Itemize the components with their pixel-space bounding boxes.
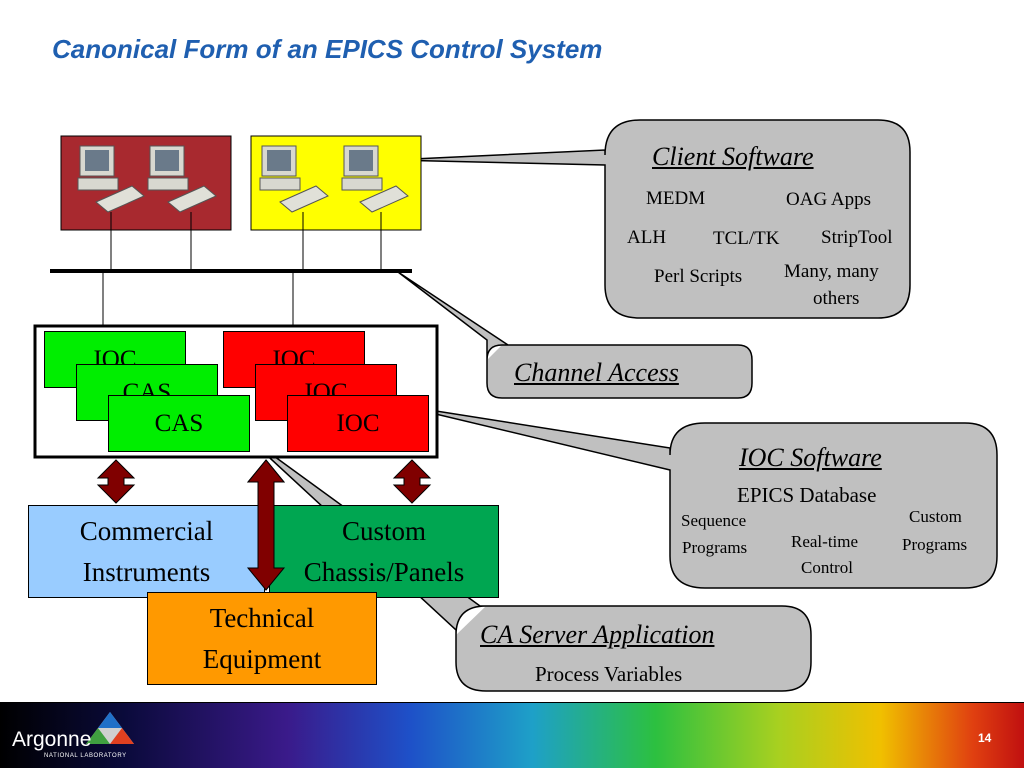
technical-equipment-line: Technical <box>209 603 315 633</box>
commercial-instruments-line: Instruments <box>82 556 211 587</box>
client-software-item: MEDM <box>646 188 706 209</box>
commercial-instruments-box: Commercial Instruments <box>28 505 265 598</box>
channel-access-callout <box>397 271 753 399</box>
page-number: 14 <box>978 731 992 745</box>
channel-access-label: Channel Access <box>514 358 679 387</box>
client-software-item: ALH <box>627 227 667 248</box>
client-software-item: Many, many <box>784 261 879 282</box>
commercial-instruments-line: Commercial <box>79 516 214 546</box>
ioc-software-item: Custom <box>909 507 962 526</box>
ioc-software-item: Sequence <box>681 511 747 530</box>
client-software-callout <box>391 119 911 319</box>
ca-server-callout <box>244 434 812 692</box>
ca-server-header: CA Server Application <box>480 620 715 649</box>
ioc-software-item: Real-time <box>791 532 859 551</box>
ioc-software-item: Programs <box>682 538 748 557</box>
slide-title: Canonical Form of an EPICS Control Syste… <box>52 34 603 64</box>
computer-icon <box>341 145 409 213</box>
client-software-item: others <box>813 288 860 309</box>
ioc-software-header: IOC Software <box>739 443 882 472</box>
client-software-header: Client Software <box>652 142 814 171</box>
ioc-software-subheader: EPICS Database <box>737 483 877 507</box>
ioc-software-item: Programs <box>902 535 968 554</box>
ioc-software-callout <box>397 404 998 589</box>
technical-equipment-line: Equipment <box>202 643 322 674</box>
custom-chassis-line: Chassis/Panels <box>303 556 465 587</box>
client-software-item: Perl Scripts <box>654 266 743 287</box>
ca-server-subheader: Process Variables <box>535 662 683 686</box>
computer-icon <box>147 145 217 213</box>
ioc-card: IOC <box>287 395 429 452</box>
argonne-logo-text: Argonne <box>12 728 92 751</box>
computer-icon <box>77 145 145 213</box>
client-software-item: OAG Apps <box>786 189 871 210</box>
custom-chassis-line: Custom <box>341 516 427 546</box>
double-arrow-icon <box>96 459 136 504</box>
footer-band <box>0 703 1024 768</box>
cas-card: CAS <box>108 395 250 452</box>
ioc-software-item: Control <box>801 558 853 577</box>
client-software-item: StripTool <box>821 227 893 248</box>
double-arrow-icon <box>392 459 432 504</box>
argonne-logo-subtext: NATIONAL LABORATORY <box>44 753 127 759</box>
computer-icon <box>259 145 329 213</box>
technical-equipment-box: Technical Equipment <box>147 592 377 685</box>
client-software-item: TCL/TK <box>713 228 780 249</box>
